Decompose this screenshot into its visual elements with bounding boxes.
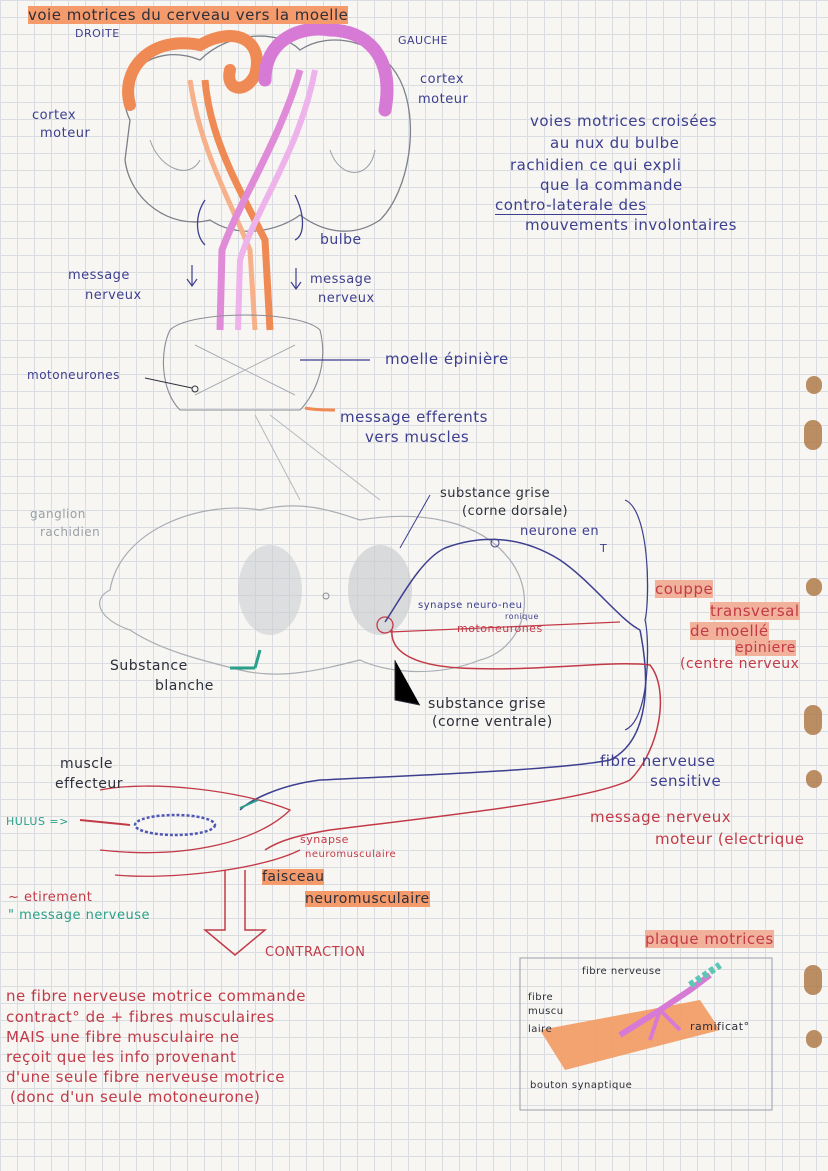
note-bottom-line: reçoit que les info provenant	[6, 1048, 237, 1066]
note-bottom-line: MAIS une fibre musculaire ne	[6, 1028, 240, 1046]
note-bottom-line: ne fibre nerveuse motrice commande	[6, 987, 306, 1005]
synapse-nm-2: neuromusculaire	[305, 849, 397, 860]
muscle-effecteur-2: effecteur	[55, 776, 124, 792]
neurone-t-2: T	[600, 542, 608, 555]
page-title: voie motrices du cerveau vers la moelle	[28, 6, 349, 24]
grise-ventrale-2: (corne ventrale)	[432, 714, 553, 730]
binder-hole	[804, 705, 822, 735]
synapse-nm-1: synapse	[300, 833, 349, 846]
note-top-line: au nux du bulbe	[550, 134, 680, 152]
message-right-1: message	[310, 272, 372, 287]
synapse-2: ronique	[505, 612, 539, 621]
fibre-sensitive-1: fibre nerveuse	[600, 752, 716, 770]
message-moteur-2: moteur (electrique	[655, 830, 805, 848]
bulbe-label: bulbe	[320, 232, 362, 248]
note-bottom-line: contract° de + fibres musculaires	[6, 1008, 275, 1026]
message-right-2: nerveux	[318, 291, 375, 306]
coupe-1: couppe	[655, 580, 714, 598]
legend-message: " message nerveuse	[8, 908, 150, 923]
binder-hole	[806, 578, 822, 596]
legend-etirement: ~ etirement	[8, 890, 93, 905]
note-top-line: contro-laterale des	[495, 196, 647, 215]
faisceau-2: neuromusculaire	[305, 891, 430, 907]
label-gauche: GAUCHE	[398, 34, 449, 47]
coupe-3: de moellé	[690, 622, 769, 640]
plaque-fibre-musc-1: fibre	[528, 992, 554, 1003]
moelle-label: moelle épinière	[385, 350, 509, 368]
cortex-right-2: moteur	[418, 92, 469, 107]
grise-dorsale-1: substance grise	[440, 486, 551, 501]
efferents-1: message efferents	[340, 408, 488, 426]
note-bottom-line: (donc d'un seule motoneurone)	[10, 1088, 261, 1106]
coupe-2: transversal	[710, 602, 800, 620]
cortex-left-1: cortex	[32, 108, 77, 123]
binder-hole	[806, 770, 822, 788]
note-top-line: mouvements involontaires	[525, 216, 737, 234]
cortex-right-1: cortex	[420, 72, 465, 87]
note-top-line: voies motrices croisées	[530, 112, 718, 130]
plaque-ramification: ramificat°	[690, 1020, 750, 1033]
note-bottom-line: d'une seule fibre nerveuse motrice	[6, 1068, 285, 1086]
binder-hole	[806, 1030, 822, 1048]
message-left-1: message	[68, 268, 130, 283]
motoneurones-label: motoneurones	[27, 368, 120, 382]
grise-ventrale-1: substance grise	[428, 696, 546, 712]
plaque-fibre-musc-3: laire	[528, 1024, 553, 1035]
fibre-sensitive-2: sensitive	[650, 772, 722, 790]
neurone-t-1: neurone en	[520, 524, 600, 539]
binder-hole	[804, 965, 822, 995]
ganglion-2: rachidien	[40, 525, 101, 539]
blanche-2: blanche	[155, 678, 214, 694]
grise-dorsale-2: (corne dorsale)	[462, 504, 569, 519]
plaque-title: plaque motrices	[645, 930, 774, 948]
message-moteur-1: message nerveux	[590, 808, 732, 826]
section-motoneurones: motoneurones	[457, 622, 543, 635]
synapse-1: synapse neuro-neu	[418, 600, 523, 611]
cortex-left-2: moteur	[40, 126, 91, 141]
coupe-4: epiniere	[735, 640, 796, 656]
message-left-2: nerveux	[85, 288, 142, 303]
coupe-5: (centre nerveux	[680, 656, 800, 672]
binder-hole	[806, 376, 822, 394]
note-top-line: que la commande	[540, 176, 683, 194]
faisceau-1: faisceau	[262, 869, 325, 885]
ganglion-1: ganglion	[30, 507, 86, 521]
binder-hole	[804, 420, 822, 450]
contraction-label: CONTRACTION	[265, 945, 366, 960]
blanche-1: Substance	[110, 658, 188, 674]
hulus-label: HULUS =>	[6, 815, 69, 828]
label-droite: DROITE	[75, 27, 120, 40]
note-top-line: rachidien ce qui expli	[510, 156, 682, 174]
plaque-fibre-nerveuse: fibre nerveuse	[582, 966, 662, 977]
plaque-bouton: bouton synaptique	[530, 1080, 633, 1091]
plaque-fibre-musc-2: muscu	[528, 1006, 564, 1017]
muscle-effecteur-1: muscle	[60, 756, 114, 772]
efferents-2: vers muscles	[365, 428, 470, 446]
